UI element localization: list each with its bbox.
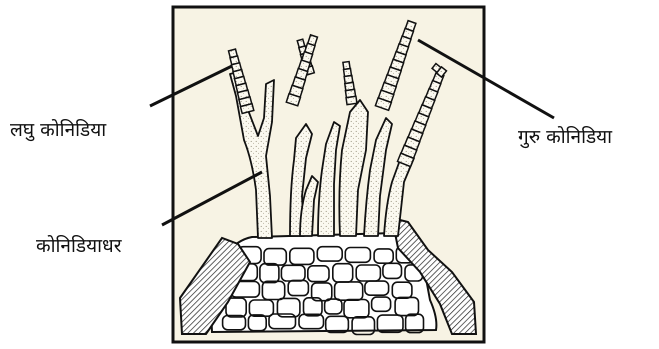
conidium (346, 96, 357, 104)
label-minor-conidia: लघु कोनिडिया (10, 121, 106, 140)
label-conidiophore: कोनिडियाधर (36, 237, 121, 256)
label-major-conidia: गुरु कोनिडिया (518, 128, 612, 147)
